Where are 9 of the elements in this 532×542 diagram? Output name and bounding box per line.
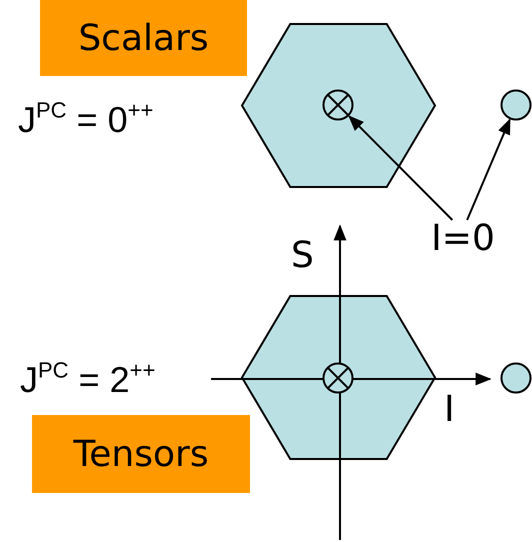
axis-label: I xyxy=(444,392,455,428)
arrow xyxy=(348,115,454,221)
title-tag: Scalars xyxy=(40,0,247,76)
quantum-number-label: J$^{PC}$ = 2$^{++}$ xyxy=(20,362,156,398)
quantum-number-label: J$^{PC}$ = 0$^{++}$ xyxy=(18,102,154,138)
node-label: I=0 xyxy=(422,218,504,260)
axis-label: S xyxy=(291,238,314,274)
title-tag: Tensors xyxy=(32,415,250,493)
arrow xyxy=(466,118,511,220)
